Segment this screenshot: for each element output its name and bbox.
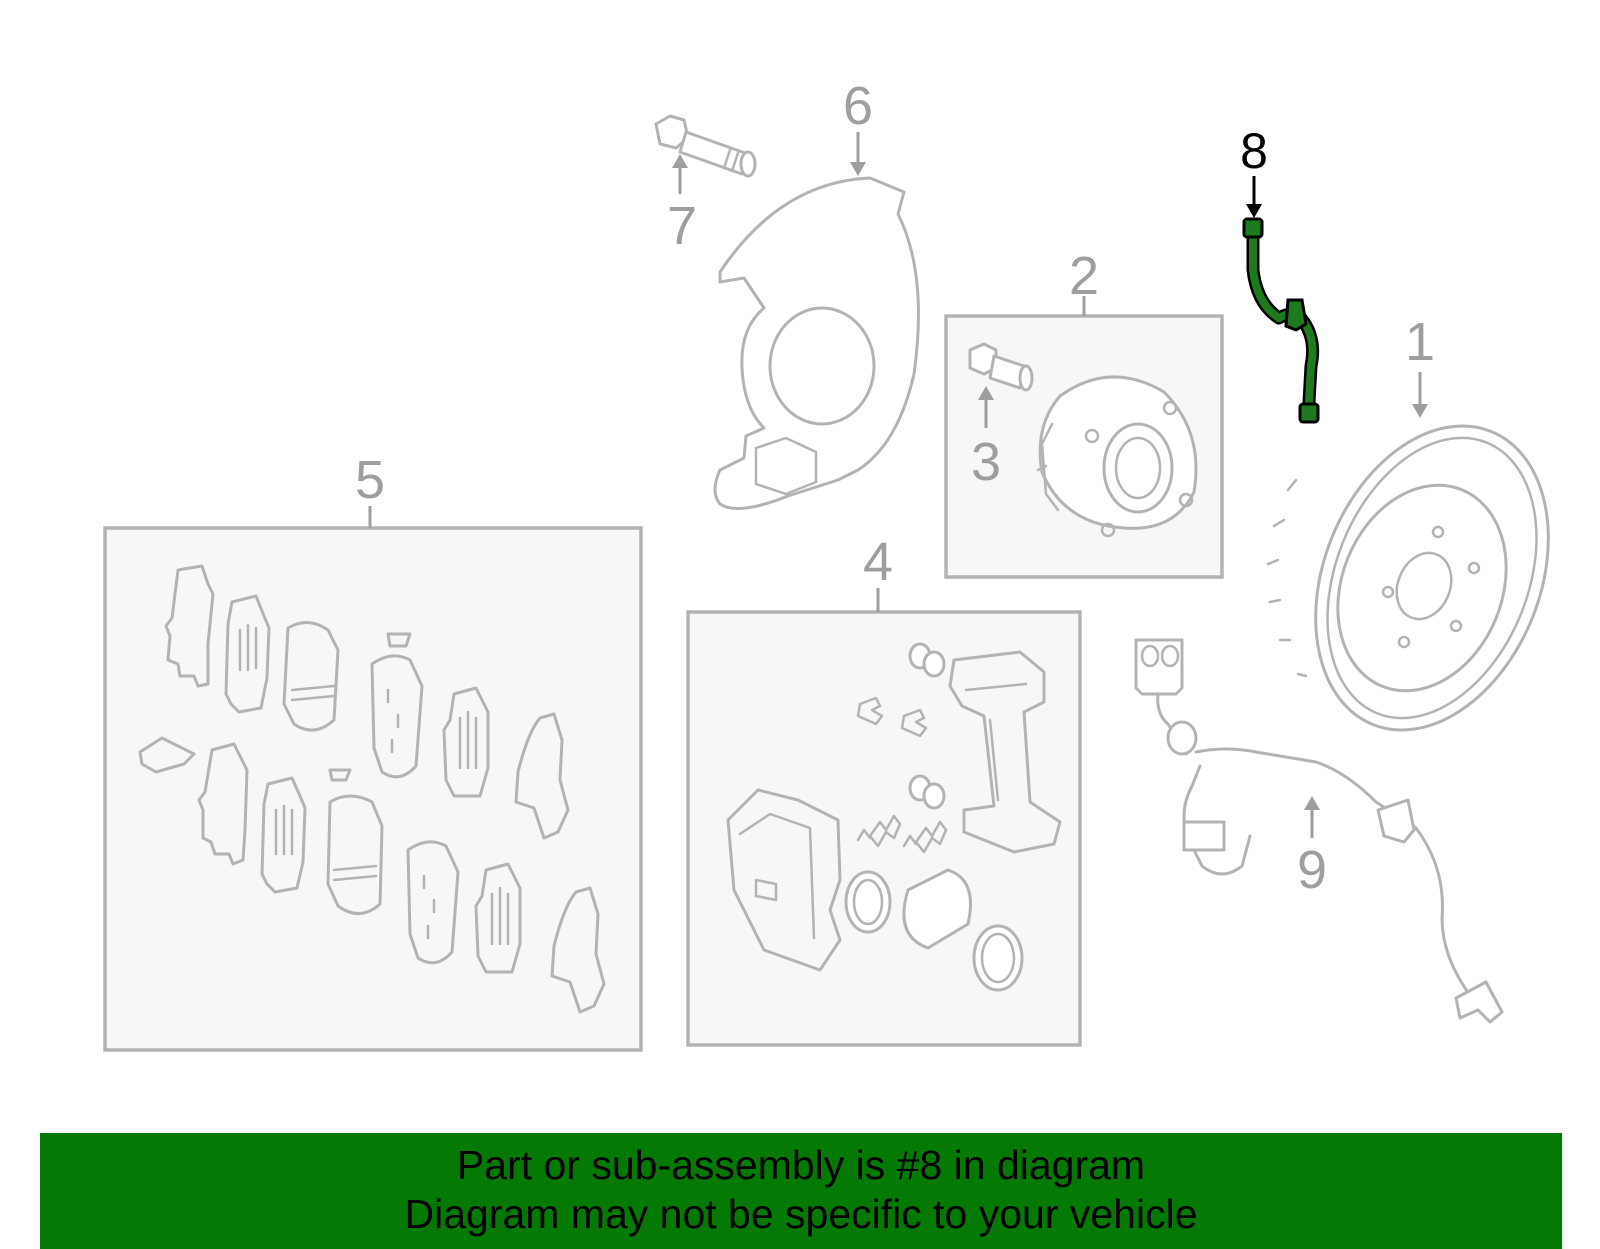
brake-hose-illustration <box>1242 217 1320 424</box>
dust-shield-illustration <box>713 176 920 510</box>
bolt-7-illustration <box>654 114 757 178</box>
callout-7: 7 <box>667 196 697 256</box>
banner-line-2: Diagram may not be specific to your vehi… <box>404 1191 1198 1237</box>
brake-rotor-illustration <box>1266 424 1550 732</box>
part-7-bolt-group[interactable]: 7 <box>654 114 757 256</box>
part-8-brake-hose-group[interactable]: 8 <box>1240 123 1320 424</box>
part-5-brake-pads-group[interactable]: 5 <box>103 450 643 1052</box>
part-6-dust-shield-group[interactable]: 6 <box>713 76 920 510</box>
callout-9: 9 <box>1297 840 1327 900</box>
banner-line-1: Part or sub-assembly is #8 in diagram <box>456 1142 1146 1188</box>
part-1-brake-rotor-group[interactable]: 1 <box>1266 312 1591 765</box>
callout-4: 4 <box>863 532 893 592</box>
hub-illustration <box>968 342 1198 538</box>
callout-2: 2 <box>1069 246 1099 306</box>
callout-3: 3 <box>971 432 1001 492</box>
callout-8: 8 <box>1240 123 1268 179</box>
callout-5: 5 <box>355 450 385 510</box>
info-banner: Part or sub-assembly is #8 in diagram Di… <box>40 1133 1562 1249</box>
part-2-hub-group[interactable]: 2 3 <box>944 246 1224 579</box>
brake-pad-illustrations <box>138 564 606 1014</box>
part-4-caliper-group[interactable]: 4 <box>686 532 1082 1047</box>
part-9-abs-sensor-group[interactable]: 9 <box>1134 638 1504 1024</box>
callout-6: 6 <box>843 76 873 136</box>
abs-sensor-illustration <box>1134 638 1504 1024</box>
part-5-box <box>103 526 643 1052</box>
caliper-illustrations <box>726 642 1062 992</box>
callout-3-group: 3 <box>971 386 1001 492</box>
callout-1: 1 <box>1405 312 1435 372</box>
